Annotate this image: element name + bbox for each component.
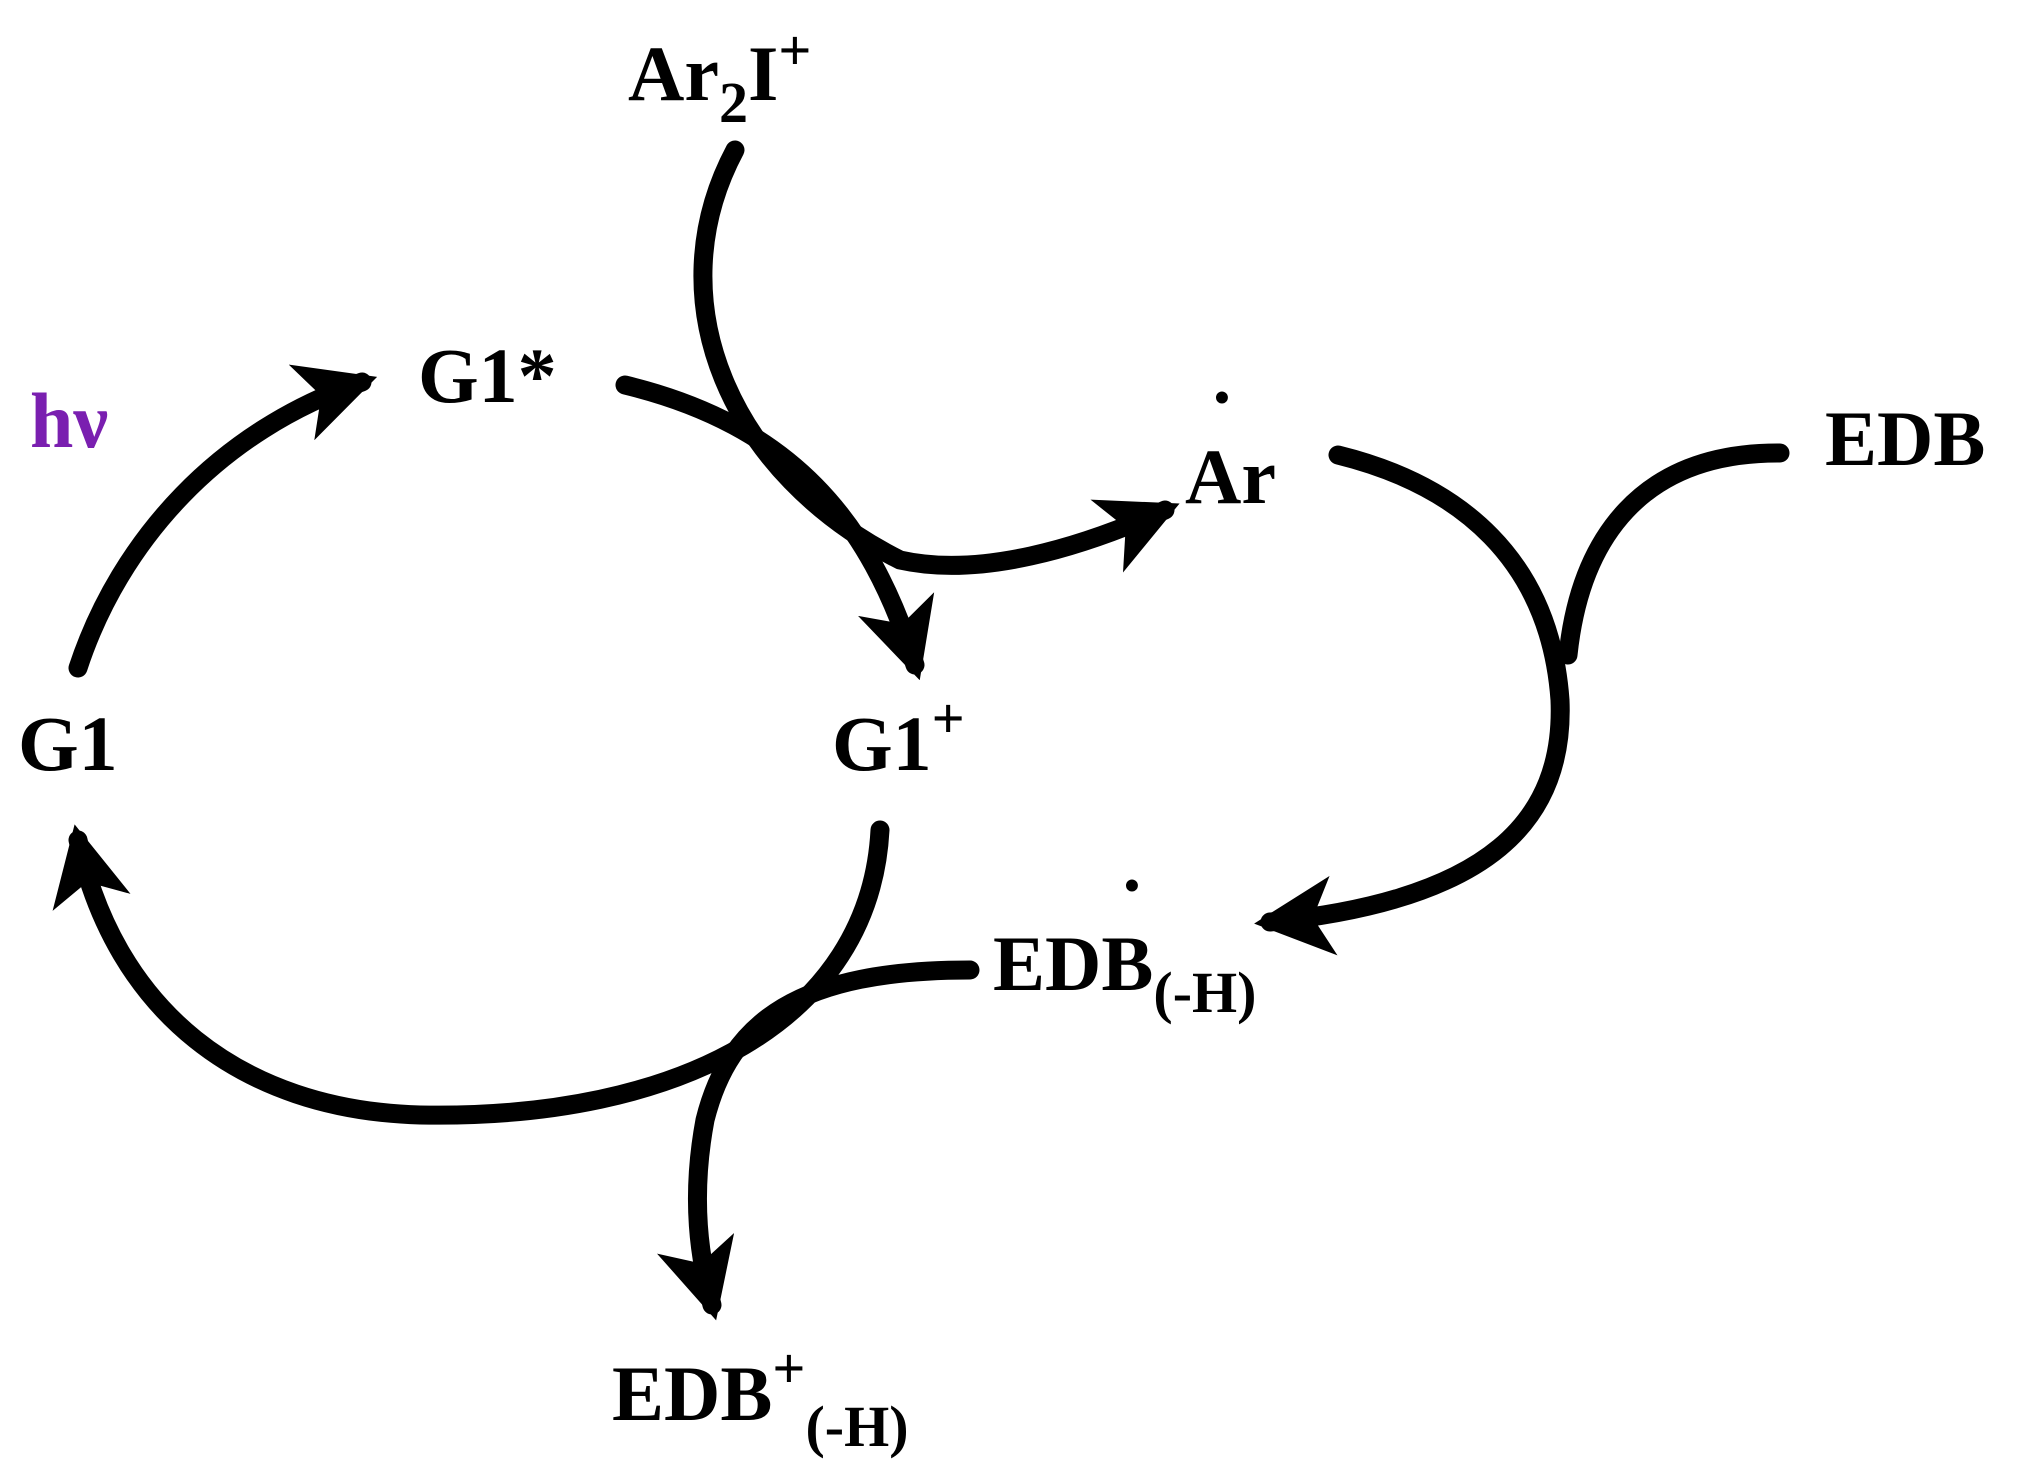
label-edb-plus-h: EDB+(-H): [612, 1336, 909, 1459]
label-edb-h-radical: EDB(-H): [993, 920, 1256, 1025]
edb-radical-dot: •: [1124, 861, 1139, 910]
arrow-edb-radical-to-edb-plus: [657, 960, 980, 1321]
label-g1-plus: G1+: [832, 686, 965, 787]
label-ar-radical: Ar: [1185, 433, 1276, 520]
label-edb: EDB: [1825, 395, 1985, 482]
label-g1: G1: [18, 700, 118, 787]
label-light-hv: hν: [30, 377, 108, 464]
arrow-edb-join: [1558, 443, 1790, 665]
arrow-g1plus-to-g1-regeneration: [52, 820, 890, 1125]
ar-radical-dot: •: [1214, 373, 1229, 422]
arrow-excitation-g1-to-g1star: [68, 364, 378, 678]
label-g1-star: G1*: [418, 332, 557, 419]
arrow-ar-radical-to-edb-radical: [1254, 445, 1570, 956]
arrow-g1star-to-g1plus: [615, 375, 935, 681]
arrow-ar2i-to-ar-radical: [693, 140, 1180, 575]
label-ar2i-plus: Ar2I+: [628, 18, 811, 135]
